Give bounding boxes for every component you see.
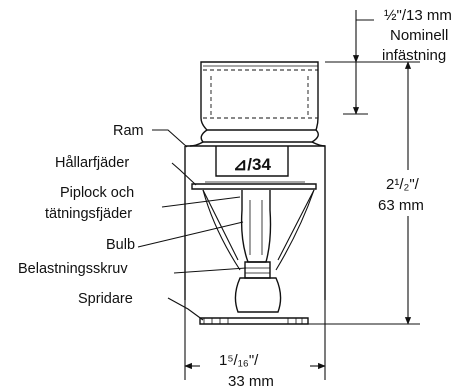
label-hallarfjader: Hållarfjäder bbox=[55, 155, 129, 171]
dim-width-line2: 33 mm bbox=[228, 373, 274, 389]
label-belastningsskruv: Belastningsskruv bbox=[18, 261, 128, 277]
dimension-nominal: ½"/13 mm Nominell infästning bbox=[343, 7, 452, 115]
dimension-width: 1⁵/₁₆"/ 33 mm bbox=[184, 300, 326, 389]
sprinkler-drawing: ⊿/34 bbox=[184, 61, 326, 325]
dim-height-line2: 63 mm bbox=[378, 197, 424, 214]
dimension-height: 2¹/₂"/ 63 mm bbox=[308, 61, 424, 325]
frame-arms bbox=[202, 189, 315, 271]
part-labels: Ram Hållarfjäder Piplock och tätningsfjä… bbox=[18, 123, 144, 307]
threaded-inlet bbox=[200, 61, 319, 131]
label-ram: Ram bbox=[113, 123, 144, 139]
label-spridare: Spridare bbox=[78, 291, 133, 307]
dim-nominal-line1: ½"/13 mm bbox=[384, 7, 452, 24]
dim-width-line1: 1⁵/₁₆"/ bbox=[219, 352, 259, 369]
dim-height-line1: 2¹/₂"/ bbox=[386, 176, 420, 193]
leader-lines bbox=[137, 129, 247, 321]
frame-body: ⊿/34 bbox=[184, 145, 326, 300]
frame-neck bbox=[189, 129, 326, 147]
load-screw bbox=[244, 261, 271, 279]
bulb bbox=[240, 190, 272, 263]
dim-nominal-line2: Nominell bbox=[390, 27, 448, 44]
frame-marking: ⊿/34 bbox=[233, 155, 271, 174]
label-bulb: Bulb bbox=[106, 237, 135, 253]
label-piplock-line2: tätningsfjäder bbox=[45, 206, 132, 222]
retainer-spring bbox=[191, 181, 317, 190]
dim-nominal-line3: infästning bbox=[382, 47, 446, 64]
deflector-plate bbox=[199, 317, 309, 325]
label-piplock-line1: Piplock och bbox=[60, 185, 134, 201]
deflector-body bbox=[234, 277, 282, 313]
